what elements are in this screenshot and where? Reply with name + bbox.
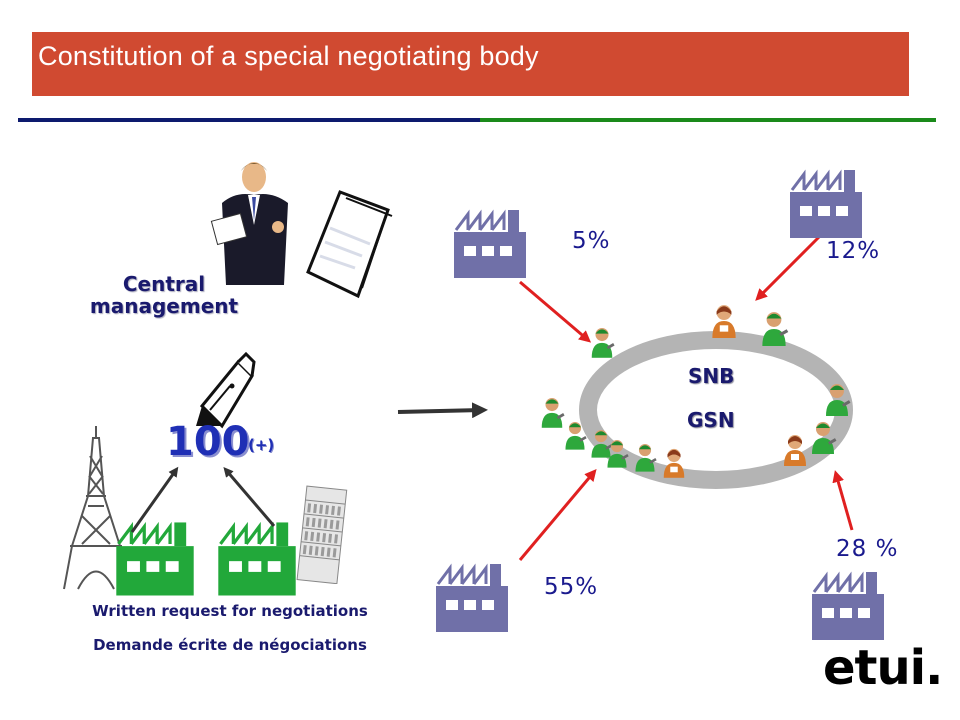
- factory-icon: [786, 168, 866, 240]
- arrow-red: [832, 470, 854, 531]
- arrow-factory-to-threshold: [223, 466, 276, 527]
- worker-icon: [822, 382, 852, 416]
- pisa-tower-icon: [296, 485, 348, 584]
- slide-title: Constitution of a special negotiating bo…: [38, 41, 539, 71]
- snb-label: SNB: [688, 364, 735, 388]
- factory-icon: [432, 562, 512, 634]
- share-label-28: 28 %: [836, 536, 899, 562]
- worker-icon: [780, 432, 810, 466]
- arrow-red: [519, 280, 592, 343]
- share-label-5: 5%: [572, 228, 611, 254]
- arrow-red: [518, 468, 597, 561]
- written-request-en: Written request for negotiations: [92, 602, 368, 620]
- etui-logo: etui.: [823, 640, 943, 696]
- worker-icon: [632, 442, 658, 472]
- worker-icon: [562, 420, 588, 450]
- threshold-value: 100: [166, 419, 250, 465]
- share-label-55: 55%: [544, 574, 599, 600]
- divider-left: [18, 118, 480, 122]
- worker-icon: [588, 326, 616, 358]
- worker-icon: [660, 446, 688, 478]
- factory-icon: [450, 208, 530, 280]
- main-flow-arrow: [397, 402, 488, 419]
- businessman-icon: [210, 162, 288, 285]
- arrow-red: [755, 234, 822, 301]
- title-bar: Constitution of a special negotiating bo…: [32, 32, 909, 96]
- worker-icon: [808, 420, 838, 454]
- gsn-label: GSN: [687, 408, 735, 432]
- fountain-pen-icon: [196, 351, 256, 429]
- threshold-suffix: (+): [248, 436, 275, 454]
- share-label-12: 12%: [826, 238, 881, 264]
- worker-icon: [758, 310, 790, 346]
- worker-icon: [708, 302, 740, 338]
- central-management-label: Central management: [89, 272, 239, 318]
- divider-right: [480, 118, 936, 122]
- arrow-factory-to-threshold: [130, 466, 179, 533]
- factory-icon: [808, 570, 888, 642]
- document-icon: [306, 190, 393, 299]
- written-request-fr: Demande écrite de négociations: [93, 636, 367, 654]
- worker-icon: [604, 438, 630, 468]
